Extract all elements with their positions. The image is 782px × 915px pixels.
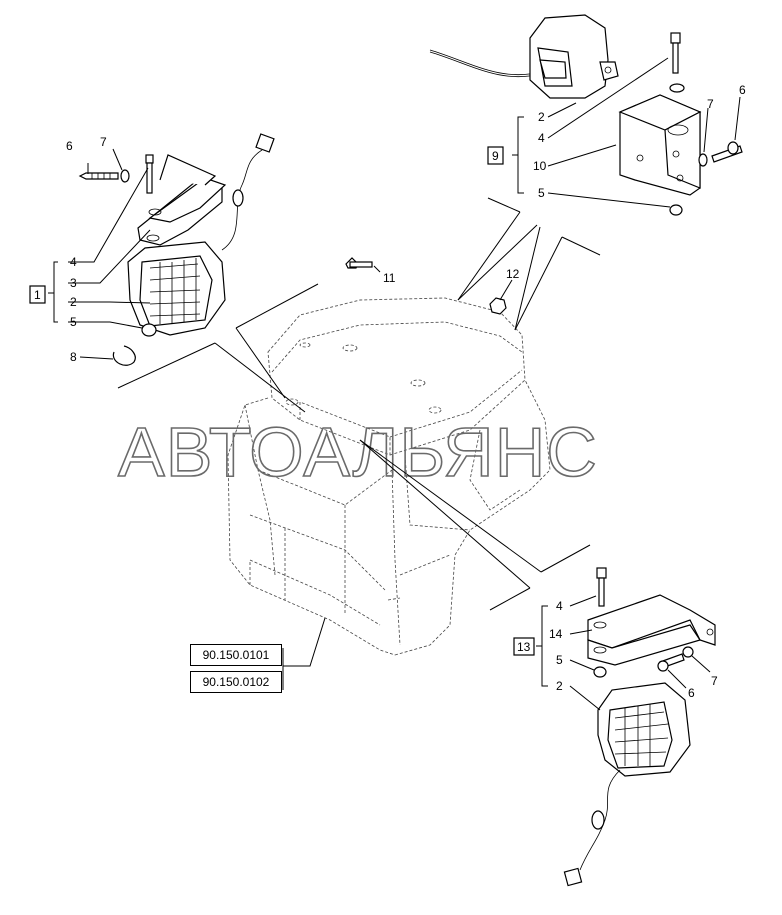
callout-5: 5 <box>70 315 77 329</box>
reference-link-90-150-0101[interactable]: 90.150.0101 <box>190 644 282 666</box>
cable-icon <box>579 769 621 871</box>
loose-parts <box>345 257 513 315</box>
washer-icon <box>682 646 694 658</box>
cable-icon <box>429 49 541 76</box>
group-box-9[interactable] <box>487 146 504 165</box>
reference-label: 90.150.0101 <box>202 648 270 662</box>
callout-11: 11 <box>383 271 396 285</box>
callout-6: 6 <box>688 686 695 700</box>
bolt-icon <box>670 32 681 44</box>
bolt-icon <box>596 567 607 579</box>
callout-10: 10 <box>533 159 547 173</box>
nut-icon <box>669 204 683 216</box>
bolt-icon <box>145 154 154 164</box>
reference-link-90-150-0102[interactable]: 90.150.0102 <box>190 671 282 693</box>
nut-icon <box>141 323 157 337</box>
callout-6: 6 <box>66 139 73 153</box>
reference-label: 90.150.0102 <box>202 675 270 689</box>
reference-leader <box>282 617 326 690</box>
leader-lines <box>117 197 601 611</box>
callout-4: 4 <box>538 131 545 145</box>
group-box-1-label[interactable]: 1 <box>34 288 41 302</box>
callout-6: 6 <box>739 83 746 97</box>
callout-5: 5 <box>556 653 563 667</box>
group-box-1[interactable] <box>29 285 46 304</box>
callout-4: 4 <box>556 599 563 613</box>
callout-14: 14 <box>549 627 563 641</box>
callout-3: 3 <box>70 276 77 290</box>
clip-icon <box>112 345 136 366</box>
nut-icon <box>593 666 607 678</box>
callout-8: 8 <box>70 350 77 364</box>
nut-icon <box>489 297 507 315</box>
callout-7: 7 <box>711 674 718 688</box>
cab-roof <box>267 297 526 456</box>
washer-icon <box>120 169 130 183</box>
lamp-assembly-9 <box>429 14 743 216</box>
callout-7: 7 <box>100 135 107 149</box>
callout-7: 7 <box>707 97 714 111</box>
callout-4: 4 <box>70 255 77 269</box>
group-box-13[interactable] <box>513 637 535 656</box>
callout-2: 2 <box>70 295 77 309</box>
watermark-text: АВТОАЛЬЯНС <box>118 413 598 491</box>
callout-2: 2 <box>538 110 545 124</box>
group-box-9-label[interactable]: 9 <box>492 149 499 163</box>
group-box-13-label[interactable]: 13 <box>517 640 531 654</box>
callout-5: 5 <box>538 186 545 200</box>
washer-icon <box>698 153 708 167</box>
lamp-assembly-13 <box>536 567 716 887</box>
bolt-icon <box>78 172 119 180</box>
lamp-assembly-1 <box>48 133 275 366</box>
cab-outline <box>227 297 551 656</box>
cable-icon <box>221 149 263 251</box>
callout-2: 2 <box>556 679 563 693</box>
callout-12: 12 <box>506 267 520 281</box>
